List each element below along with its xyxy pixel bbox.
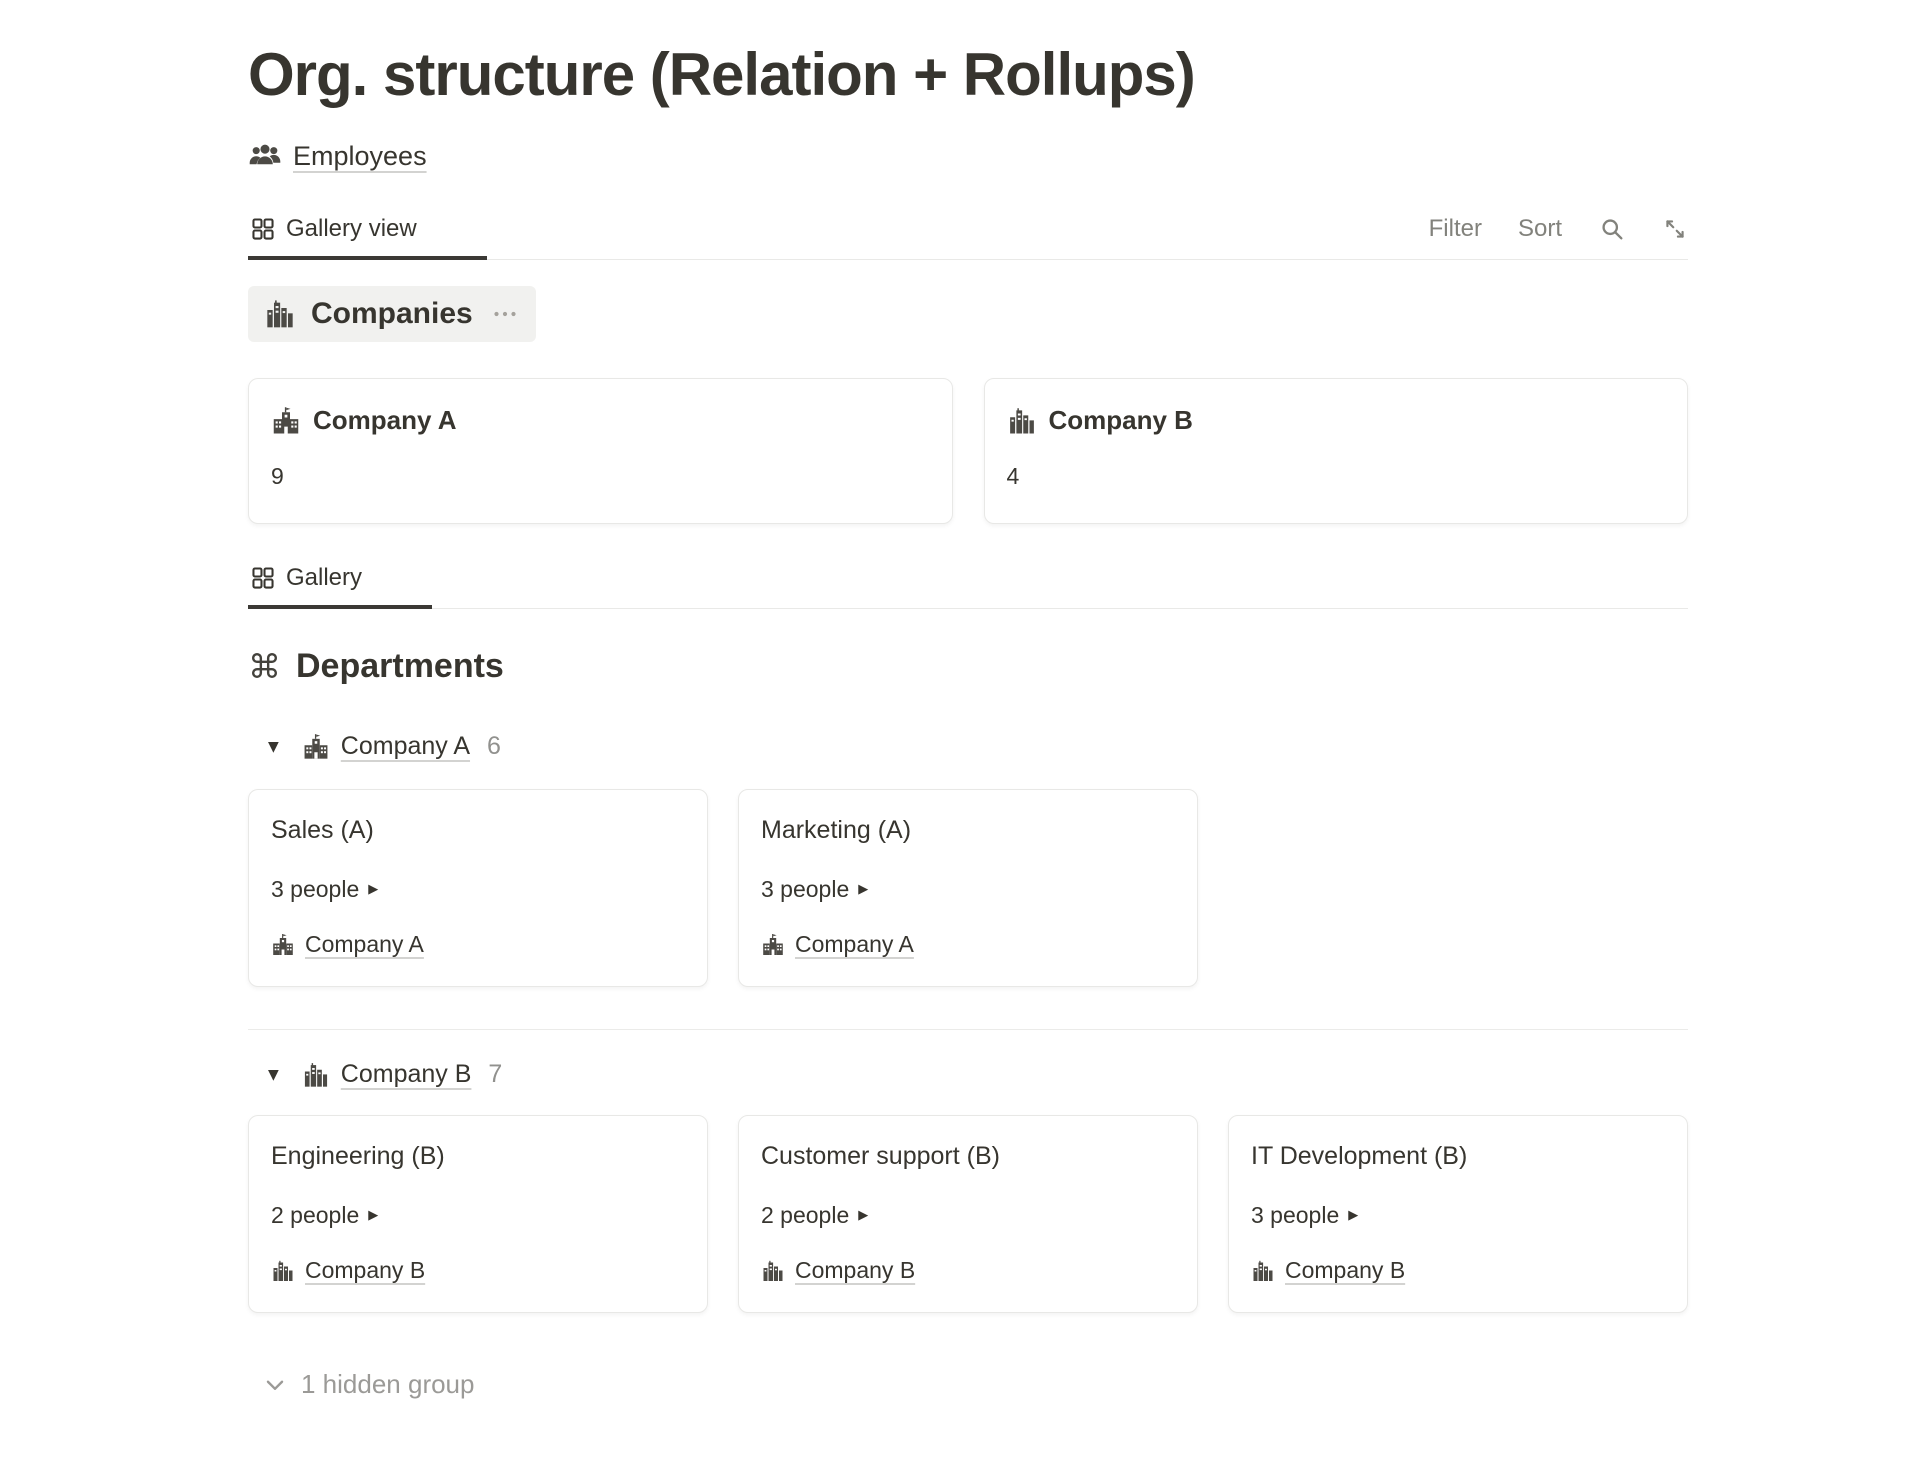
group-header-company-a: ▼ Company A 6 — [248, 732, 1688, 761]
gallery-grid-icon — [250, 216, 276, 242]
expand-rollup-arrow-icon[interactable]: ▶ — [858, 1208, 869, 1223]
department-card[interactable]: Sales (A) 3 people ▶ — [248, 789, 708, 987]
group-divider — [248, 1029, 1688, 1030]
hidden-group-toggle[interactable]: 1 hidden group — [248, 1369, 474, 1400]
company-card-a[interactable]: Company A 9 — [248, 378, 953, 524]
tab-label: Gallery — [286, 564, 363, 591]
people-group-icon — [248, 139, 282, 173]
cityscape-icon — [761, 1259, 785, 1283]
gallery-grid-icon — [250, 565, 276, 591]
rollup-value: 4 — [1006, 463, 1020, 489]
group-count: 7 — [488, 1060, 503, 1088]
breadcrumb-label: Employees — [293, 140, 427, 171]
school-building-icon — [302, 733, 330, 761]
card-title: IT Development (B) — [1251, 1142, 1468, 1170]
company-relation-link[interactable]: Company B — [795, 1257, 916, 1283]
company-relation-link[interactable]: Company B — [1285, 1257, 1406, 1283]
cityscape-icon — [1007, 406, 1037, 436]
card-title: Company A — [313, 405, 457, 435]
department-card[interactable]: Engineering (B) 2 people ▶ — [248, 1115, 708, 1313]
collapse-triangle-icon[interactable]: ▼ — [268, 738, 279, 755]
card-title: Customer support (B) — [761, 1142, 1000, 1170]
people-count: 3 people — [271, 876, 360, 902]
group-header-company-b: ▼ Company B 7 — [248, 1060, 1688, 1089]
rollup-value: 9 — [271, 463, 284, 489]
card-title: Company B — [1048, 405, 1193, 435]
departments-db-title[interactable]: Departments — [296, 647, 504, 685]
expand-rollup-arrow-icon[interactable]: ▶ — [368, 1208, 379, 1223]
cityscape-icon — [302, 1061, 330, 1089]
card-title: Engineering (B) — [271, 1142, 445, 1170]
people-count: 2 people — [271, 1202, 360, 1228]
cityscape-icon — [264, 298, 296, 330]
company-relation-link[interactable]: Company A — [795, 931, 914, 957]
company-relation-link[interactable]: Company A — [305, 931, 424, 957]
card-title: Marketing (A) — [761, 816, 912, 844]
group-link[interactable]: Company A — [340, 732, 471, 760]
card-title: Sales (A) — [271, 816, 374, 844]
expand-icon[interactable] — [1662, 216, 1688, 242]
department-card[interactable]: IT Development (B) 3 people ▶ — [1228, 1115, 1688, 1313]
expand-rollup-arrow-icon[interactable]: ▶ — [368, 882, 379, 897]
cityscape-icon — [1251, 1259, 1275, 1283]
cityscape-icon — [271, 1259, 295, 1283]
tab-gallery[interactable]: Gallery — [248, 564, 433, 609]
tab-gallery-view[interactable]: Gallery view — [248, 215, 487, 260]
expand-rollup-arrow-icon[interactable]: ▶ — [858, 882, 869, 897]
collapse-triangle-icon[interactable]: ▼ — [268, 1066, 279, 1083]
breadcrumb-employees[interactable]: Employees — [248, 139, 427, 173]
chevron-down-icon — [262, 1372, 288, 1398]
companies-db-header[interactable]: Companies — [248, 286, 536, 342]
school-building-icon — [271, 933, 295, 957]
expand-rollup-arrow-icon[interactable]: ▶ — [1348, 1208, 1359, 1223]
ellipsis-menu-icon[interactable] — [492, 301, 518, 327]
companies-db-title: Companies — [311, 297, 473, 330]
company-relation-link[interactable]: Company B — [305, 1257, 426, 1283]
page-title: Org. structure (Relation + Rollups) — [248, 41, 1196, 108]
departments-gallery-group-b: Engineering (B) 2 people ▶ — [248, 1115, 1688, 1313]
people-count: 2 people — [761, 1202, 850, 1228]
department-card[interactable]: Marketing (A) 3 people ▶ — [738, 789, 1198, 987]
search-icon[interactable] — [1598, 215, 1626, 243]
group-count: 6 — [487, 732, 501, 760]
filter-button[interactable]: Filter — [1428, 215, 1482, 242]
school-building-icon — [271, 406, 301, 436]
hidden-group-label: 1 hidden group — [301, 1369, 475, 1399]
companies-gallery: Company A 9 — [248, 378, 1688, 524]
departments-db-header: ⌘ Departments — [248, 647, 1688, 686]
company-card-b[interactable]: Company B 4 — [983, 378, 1688, 524]
page-content: Org. structure (Relation + Rollups) Empl… — [248, 0, 1688, 1400]
people-count: 3 people — [1251, 1202, 1340, 1228]
toolbar-actions: Filter Sort — [1429, 215, 1688, 259]
school-building-icon — [761, 933, 785, 957]
department-card[interactable]: Customer support (B) 2 people ▶ — [738, 1115, 1198, 1313]
group-link[interactable]: Company B — [340, 1060, 472, 1088]
people-count: 3 people — [761, 876, 850, 902]
departments-gallery-group-a: Sales (A) 3 people ▶ — [248, 789, 1688, 987]
departments-view-toolbar: Gallery — [248, 564, 1688, 609]
command-icon: ⌘ — [248, 647, 281, 686]
sort-button[interactable]: Sort — [1517, 215, 1562, 242]
tab-label: Gallery view — [286, 215, 417, 242]
view-toolbar: Gallery view Filter Sort — [248, 215, 1688, 260]
